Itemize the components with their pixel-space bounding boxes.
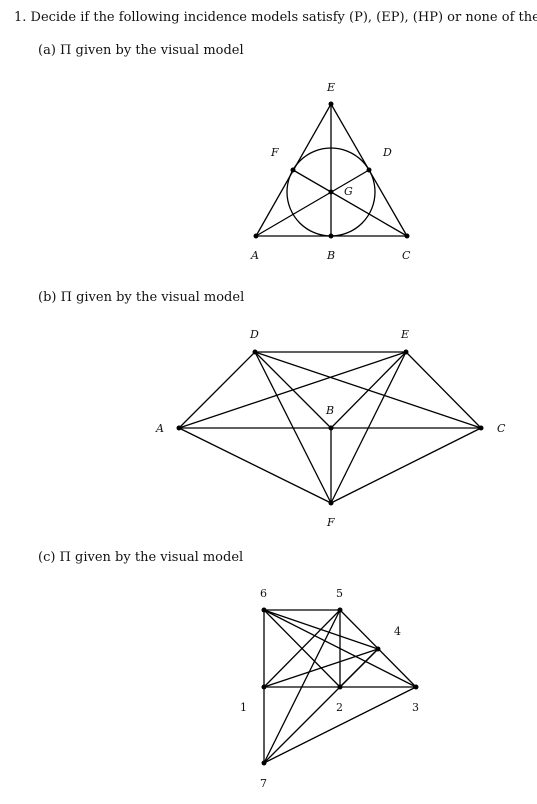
fig-b-label-B: B <box>325 404 334 417</box>
fig-b-point-A <box>176 425 182 431</box>
fig-c-point-5 <box>337 607 343 613</box>
fig-a-label-C: C <box>402 249 411 262</box>
fig-c-line-15 <box>263 609 341 688</box>
fig-b-point-F <box>328 500 334 506</box>
fig-a-label-E: E <box>326 81 335 94</box>
fig-b-point-B <box>328 425 334 431</box>
fig-a-label-F: F <box>270 146 279 159</box>
fig-a-point-C <box>404 233 410 239</box>
fig-a-point-F <box>290 167 296 173</box>
fig-c-point-7 <box>261 760 267 766</box>
fig-c-label-5: 5 <box>336 587 343 600</box>
fig-b-label-F: F <box>326 516 335 529</box>
fig-b-point-D <box>252 349 258 355</box>
fig-c-label-4: 4 <box>394 625 401 638</box>
fig-c-point-1 <box>261 684 267 690</box>
fig-c-label-3: 3 <box>412 701 419 714</box>
fig-b-label-D: D <box>249 328 259 341</box>
part-c-label: (c) Π given by the visual model <box>38 550 244 565</box>
fig-c-line-63 <box>263 609 417 688</box>
fig-a-point-E <box>328 101 334 107</box>
fig-c-point-2 <box>337 684 343 690</box>
fig-a-label-B: B <box>326 249 335 262</box>
fig-a-label-A: A <box>250 249 259 262</box>
fig-a-label-G: G <box>344 185 353 198</box>
part-a-label: (a) Π given by the visual model <box>38 43 244 58</box>
fig-a-line-CF <box>292 169 408 237</box>
fig-b-label-E: E <box>400 328 409 341</box>
fig-a-point-A <box>253 233 259 239</box>
fig-b-line-AF <box>178 427 332 504</box>
fig-a-point-G <box>328 189 334 195</box>
fig-c-line-73 <box>263 686 417 764</box>
part-b-label: (b) Π given by the visual model <box>38 290 245 305</box>
fig-b-line-EC <box>405 351 482 429</box>
fig-b-line-EB <box>330 351 407 429</box>
problem-statement: 1. Decide if the following incidence mod… <box>14 10 537 25</box>
fig-a-point-D <box>366 167 372 173</box>
fig-b-line-DB <box>254 351 332 429</box>
fig-a-line-AD <box>255 169 370 237</box>
fig-b-label-C: C <box>497 422 506 435</box>
fig-a-point-B <box>328 233 334 239</box>
fig-c-label-1: 1 <box>240 701 247 714</box>
fig-c-point-6 <box>261 607 267 613</box>
fig-c-label-6: 6 <box>260 587 267 600</box>
fig-c-point-4 <box>375 646 381 652</box>
fig-b-point-C <box>478 425 484 431</box>
fig-b-point-E <box>403 349 409 355</box>
fig-b-line-DA <box>178 351 256 429</box>
fig-c-label-7: 7 <box>260 777 267 790</box>
fig-c-line-24 <box>339 648 379 688</box>
fig-b-line-CF <box>330 427 482 504</box>
fig-c-line-57 <box>263 609 341 764</box>
fig-a-label-D: D <box>382 146 392 159</box>
fig-b-label-A: A <box>155 422 164 435</box>
fig-c-point-3 <box>413 684 419 690</box>
fig-c-line-14 <box>263 648 379 688</box>
fig-c-label-2: 2 <box>336 701 343 714</box>
